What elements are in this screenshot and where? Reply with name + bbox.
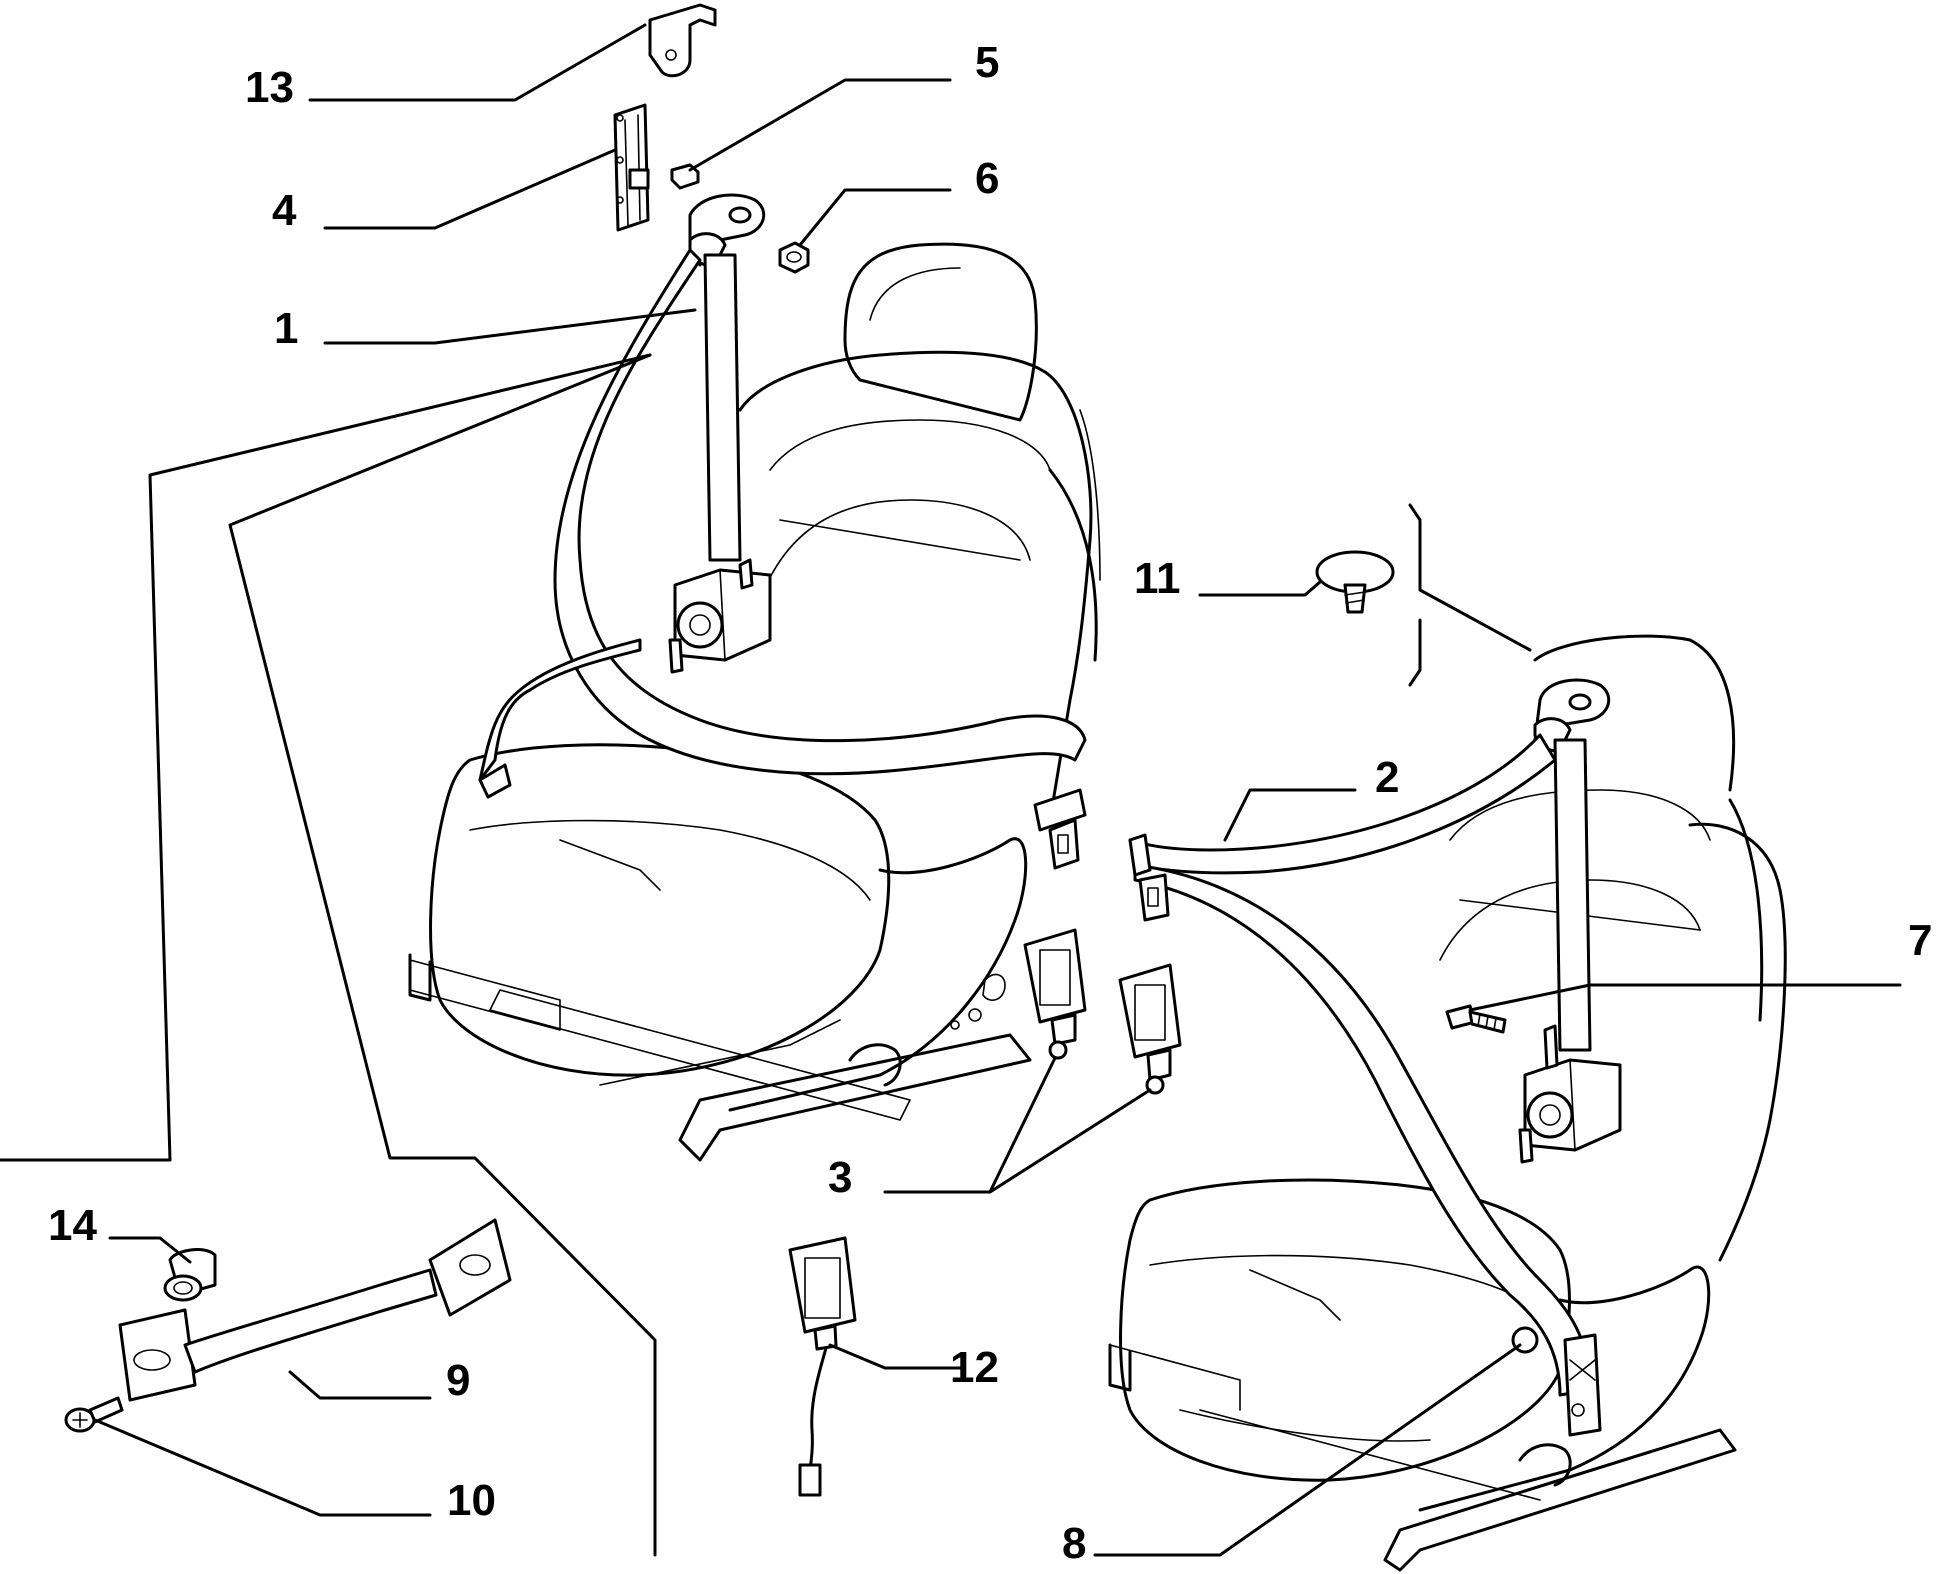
part-12-buckle-with-wire (788, 1236, 857, 1497)
callout-1: 1 (274, 304, 298, 353)
callout-10: 10 (447, 1476, 496, 1525)
part-3-buckles (1023, 928, 1182, 1095)
part-4-height-adjuster (613, 103, 650, 232)
part-14-grommet (163, 1248, 217, 1302)
callout-2: 2 (1375, 753, 1399, 802)
part-7-bolt (1445, 1004, 1507, 1034)
left-seat-belt-assembly (478, 193, 1087, 870)
part-11-push-fastener (1315, 550, 1395, 614)
callout-5: 5 (975, 38, 999, 87)
callout-11: 11 (1134, 554, 1181, 603)
part-9-anchor-strap (118, 1218, 512, 1402)
callout-4: 4 (272, 186, 297, 235)
callout-7: 7 (1908, 916, 1932, 965)
callout-8: 8 (1062, 1519, 1086, 1568)
part-13-bracket (648, 3, 717, 78)
callout-3: 3 (828, 1153, 852, 1202)
callout-13: 13 (245, 63, 294, 112)
callout-labels: 13 5 4 6 1 11 2 7 3 14 9 12 10 8 (48, 38, 1932, 1568)
leader-lines (0, 23, 1902, 1557)
callout-12: 12 (950, 1343, 999, 1392)
right-front-seat (1108, 634, 1787, 1572)
callout-6: 6 (975, 154, 999, 203)
right-seat-bracket-lines (1408, 503, 1532, 687)
callout-9: 9 (446, 1356, 470, 1405)
part-6-nut (778, 241, 810, 274)
part-10-screw (64, 1396, 124, 1433)
callout-14: 14 (48, 1201, 97, 1250)
right-seat-belt-assembly (1128, 678, 1622, 1437)
